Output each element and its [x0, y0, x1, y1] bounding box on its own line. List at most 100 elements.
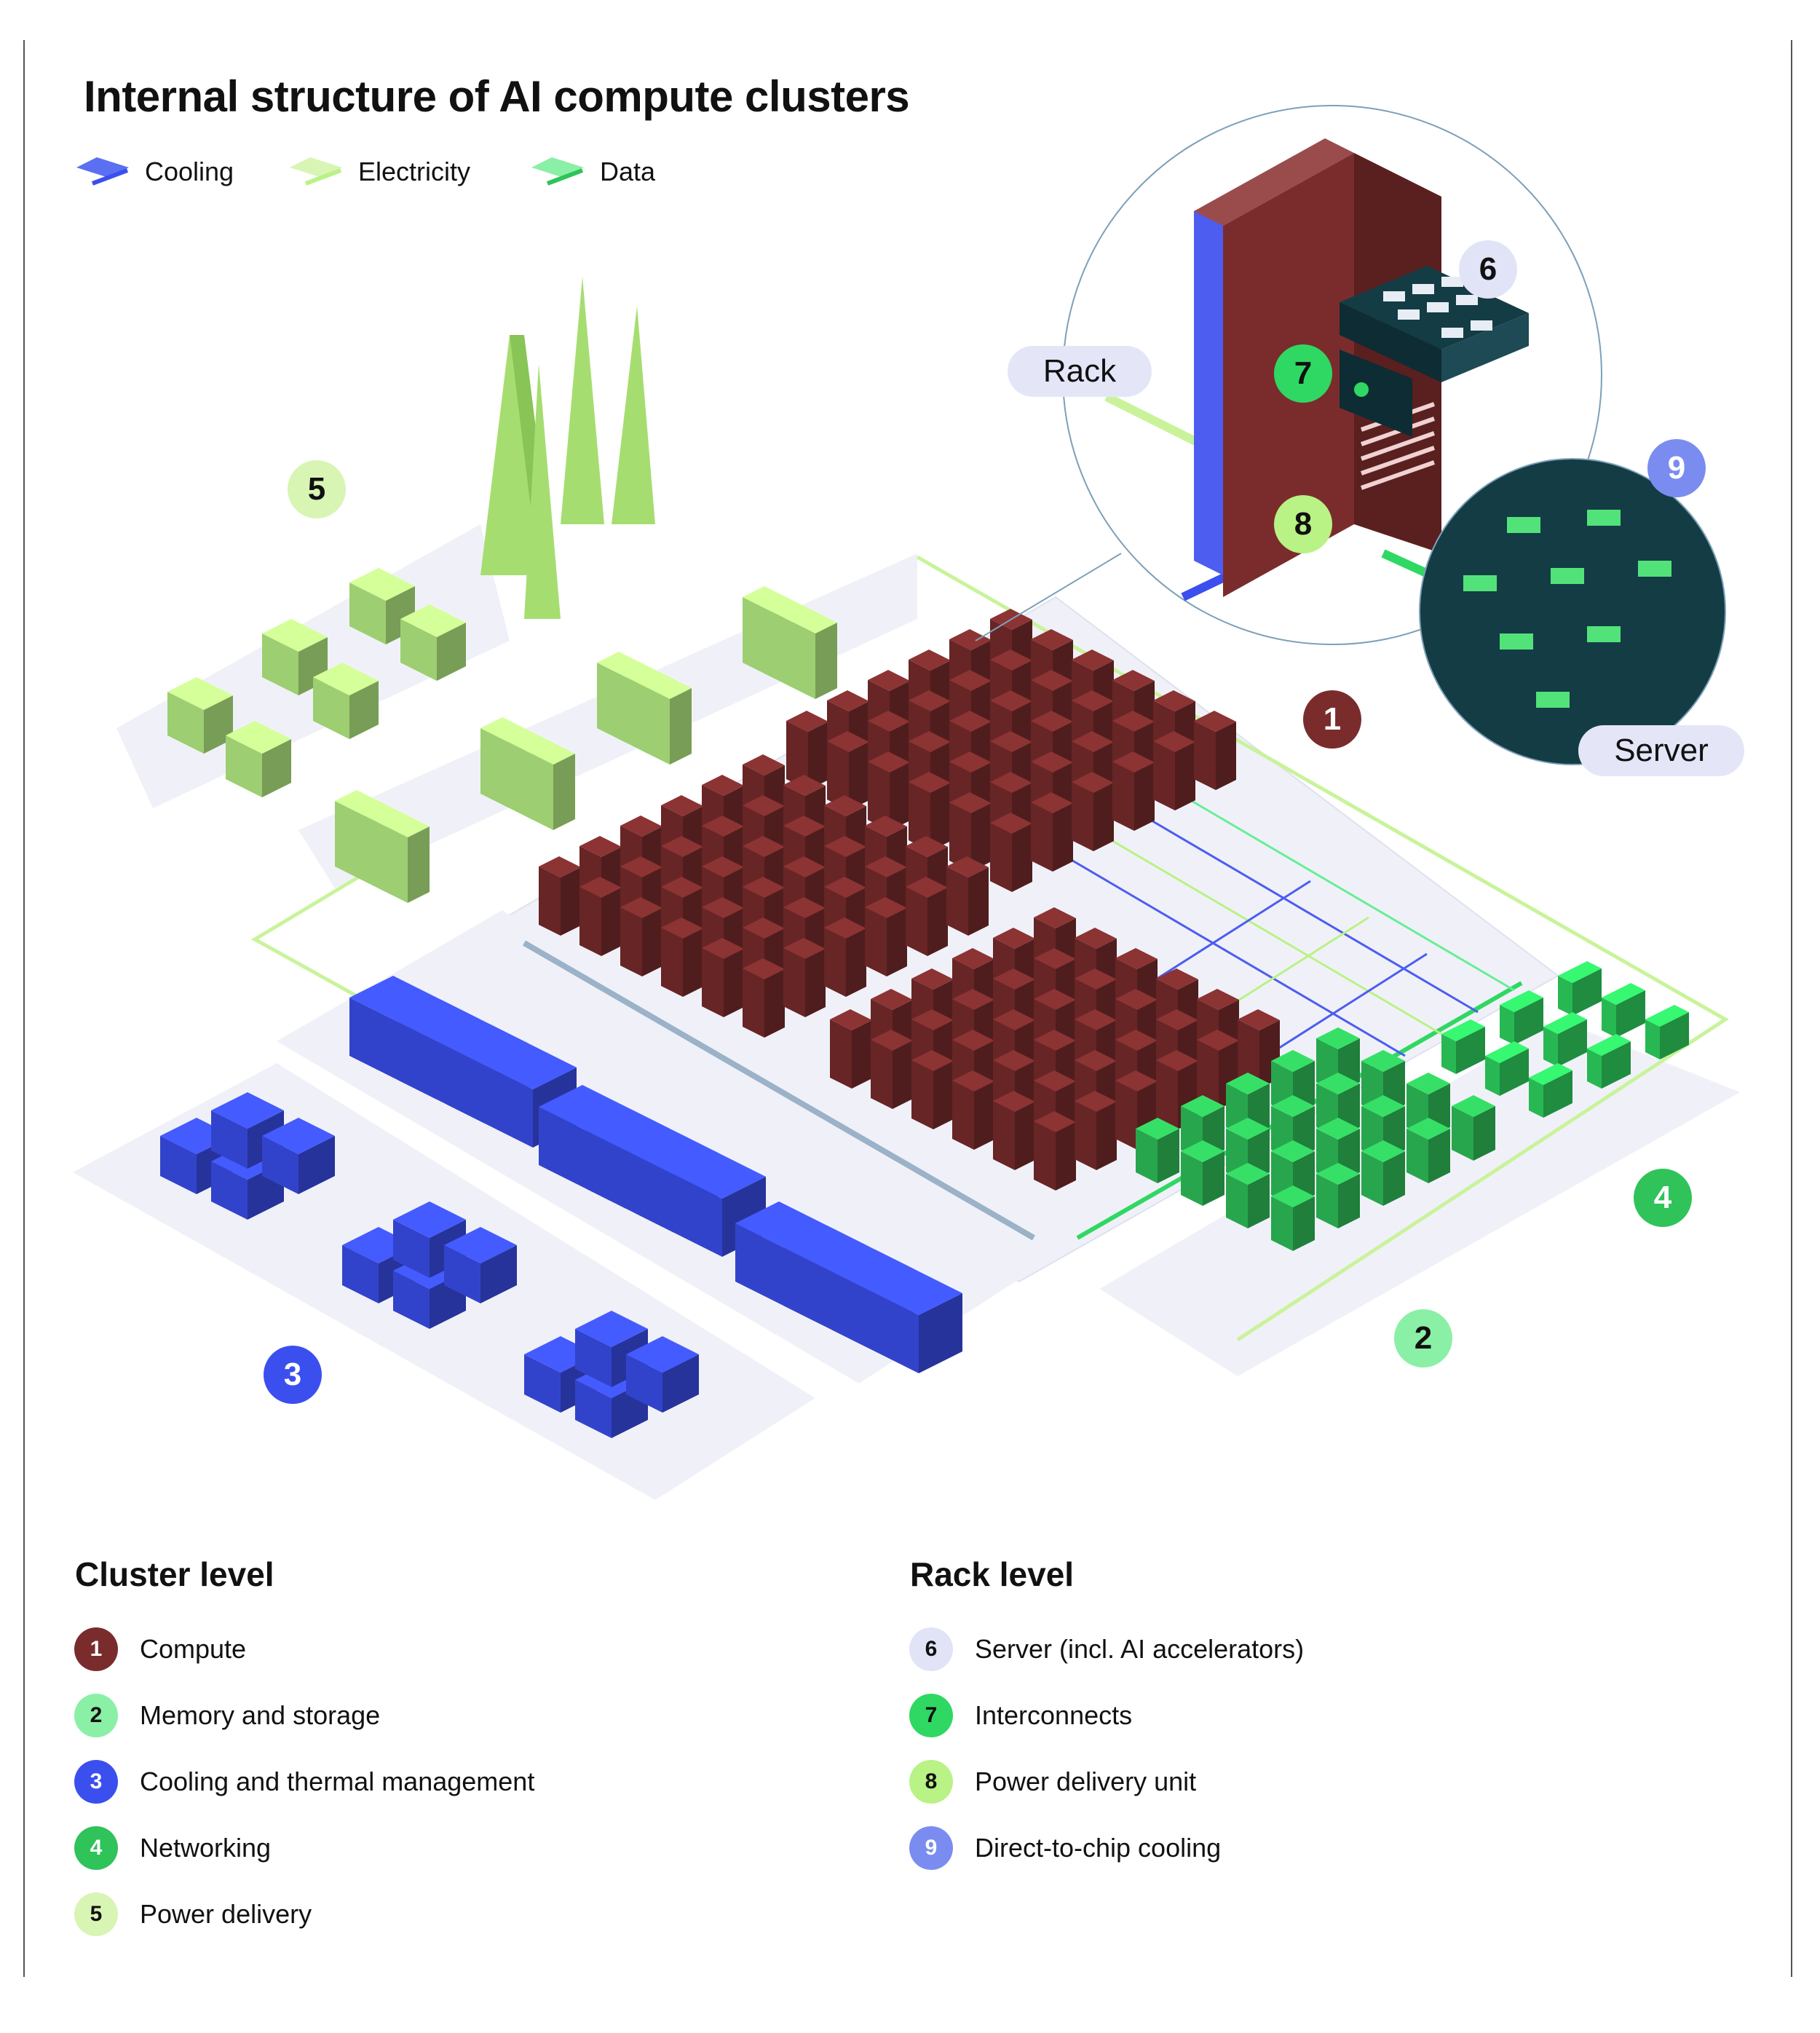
rack-side [1194, 197, 1223, 575]
compute-rack [1034, 1111, 1076, 1191]
key-number: 9 [909, 1826, 953, 1870]
transformer [262, 619, 328, 695]
rack-zoom-pointer [975, 553, 1122, 642]
compute-rack [865, 897, 907, 976]
key-number: 7 [909, 1694, 953, 1737]
badge-networking: 4 [1634, 1169, 1692, 1227]
memory-unit [1181, 1140, 1224, 1206]
compute-rack [620, 897, 662, 976]
legend-label: Data [600, 157, 656, 186]
chiller-unit [444, 1227, 517, 1303]
transmission-towers [480, 277, 655, 619]
transformer [313, 663, 379, 739]
rack-data-line [1104, 392, 1203, 449]
legend-label: Cooling [145, 157, 234, 186]
network-switch [1543, 1012, 1587, 1067]
data-swatch-icon [531, 157, 584, 186]
compute-rack [579, 877, 622, 956]
compute-rack [830, 1009, 872, 1089]
transformer [167, 677, 233, 754]
right-border-line [1791, 40, 1792, 1977]
compute-rack [743, 958, 785, 1038]
network-switch [1558, 961, 1602, 1016]
compute-rack [906, 877, 948, 956]
badge-interconnects: 7 [1274, 344, 1332, 403]
key-power: 5 Power delivery [74, 1892, 312, 1936]
power-cabinet [524, 739, 575, 830]
compute-rack [827, 731, 869, 810]
cooling-pipe [522, 940, 1036, 1241]
cooling-swatch-icon [76, 157, 129, 186]
key-interconnects: 7 Interconnects [909, 1694, 1132, 1737]
badge-power: 5 [288, 460, 346, 518]
network-switch [1602, 983, 1645, 1038]
compute-rack [1031, 792, 1073, 872]
memory-unit [1226, 1163, 1270, 1228]
memory-unit [1271, 1185, 1315, 1251]
compute-rack [786, 711, 828, 790]
key-number: 5 [74, 1892, 118, 1936]
badge-compute: 1 [1303, 690, 1361, 749]
memory-unit [1271, 1050, 1315, 1116]
key-pdu: 8 Power delivery unit [909, 1760, 1196, 1804]
compute-rack [952, 1070, 994, 1150]
memory-unit [1316, 1163, 1360, 1228]
key-number: 6 [909, 1627, 953, 1671]
legend-cooling: Cooling [76, 154, 234, 189]
compute-rack [539, 856, 581, 936]
cluster-illustration [73, 105, 1740, 1500]
badge-cooling: 3 [264, 1346, 322, 1404]
key-label: Memory and storage [140, 1700, 381, 1730]
server-chips [1383, 277, 1492, 338]
compute-racks [539, 609, 1280, 1191]
compute-rack [1238, 1009, 1280, 1089]
cluster-level-heading: Cluster level [75, 1555, 274, 1593]
compute-rack [871, 1030, 913, 1109]
key-memory: 2 Memory and storage [74, 1694, 380, 1737]
cooling-unit [831, 1250, 962, 1373]
compute-rack [1112, 751, 1155, 831]
compute-rack [990, 813, 1032, 892]
compute-rack [909, 772, 951, 851]
compute-rack [702, 938, 744, 1017]
page-title: Internal structure of AI compute cluster… [84, 72, 910, 121]
memory-storage-units [1136, 1027, 1495, 1251]
transformer [226, 721, 291, 797]
key-label: Interconnects [975, 1700, 1133, 1730]
rack-callout: Rack [1008, 346, 1152, 397]
legend-electricity: Electricity [290, 154, 470, 189]
interconnect-drawer [1340, 350, 1412, 437]
compute-rack [1072, 772, 1114, 851]
networking-units [1441, 961, 1689, 1118]
electricity-swatch-icon [290, 157, 342, 186]
compute-rack [783, 938, 826, 1017]
key-number: 1 [74, 1627, 118, 1671]
power-cabinet [786, 608, 837, 699]
compute-rack [1034, 1030, 1076, 1109]
compute-rack [993, 1091, 1035, 1170]
network-switch [1500, 990, 1543, 1045]
badge-pdu: 8 [1274, 495, 1332, 553]
key-number: 4 [74, 1826, 118, 1870]
key-networking: 4 Networking [74, 1826, 271, 1870]
key-label: Compute [140, 1634, 247, 1664]
transformer [400, 604, 466, 681]
server-drawer-side [1441, 313, 1529, 382]
compute-rack [1075, 1091, 1117, 1170]
badge-memory: 2 [1394, 1309, 1452, 1367]
network-platform [1099, 1019, 1740, 1376]
badge-dtc: 9 [1647, 439, 1706, 497]
memory-unit [1406, 1118, 1450, 1183]
server-drawer-front [1340, 302, 1441, 382]
compute-rack [949, 792, 992, 872]
key-label: Power delivery [140, 1899, 312, 1929]
server-callout: Server [1578, 725, 1744, 776]
key-number: 3 [74, 1760, 118, 1804]
power-units [167, 568, 837, 903]
memory-unit [1361, 1140, 1405, 1206]
power-cabinet [641, 674, 692, 765]
server-zoom-circle [1419, 458, 1726, 765]
memory-unit [1136, 1118, 1179, 1183]
key-number: 8 [909, 1760, 953, 1804]
network-switch [1645, 1005, 1689, 1059]
